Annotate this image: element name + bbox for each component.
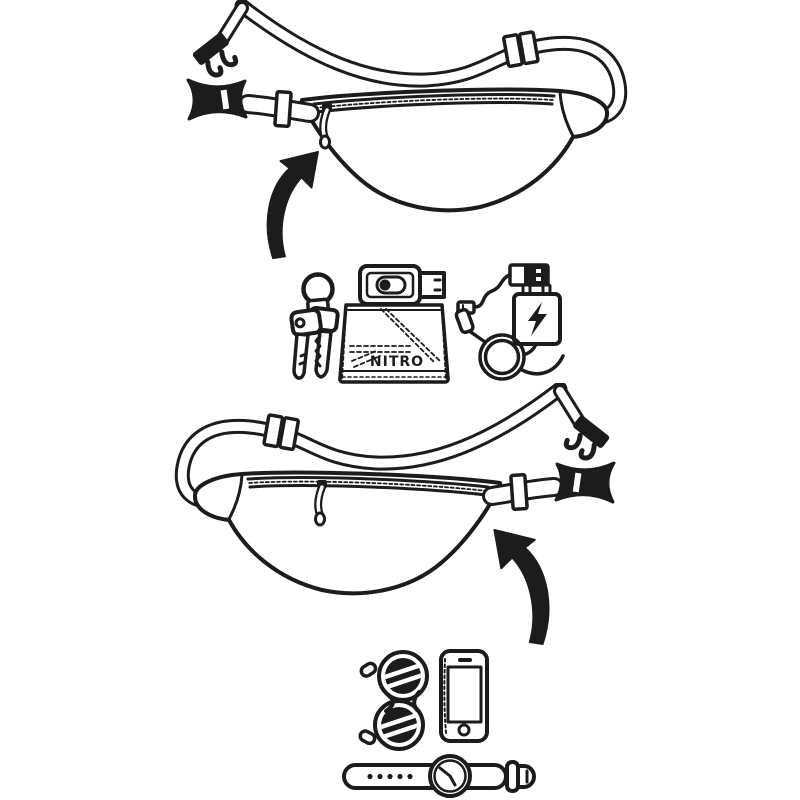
- wall-charger: [512, 283, 562, 346]
- hip-bag-top-illustration: [162, 0, 642, 250]
- smartphone-icon: [431, 647, 495, 749]
- usb-cable-and-charger-icon: [452, 258, 570, 386]
- wristwatch-icon: [338, 753, 538, 799]
- watch-hands: [438, 766, 457, 787]
- hip-bag-bottom-illustration: [160, 383, 640, 633]
- sunglasses-icon: [358, 648, 443, 752]
- wallet-brand-text: NITRO: [370, 354, 424, 370]
- wallet-icon: NITRO: [334, 299, 454, 387]
- arrow-to-bottom-bag: [478, 528, 558, 646]
- band-holes: [367, 773, 413, 780]
- arrow-to-top-bag: [256, 150, 336, 260]
- keychain-with-keys-icon: [277, 270, 349, 385]
